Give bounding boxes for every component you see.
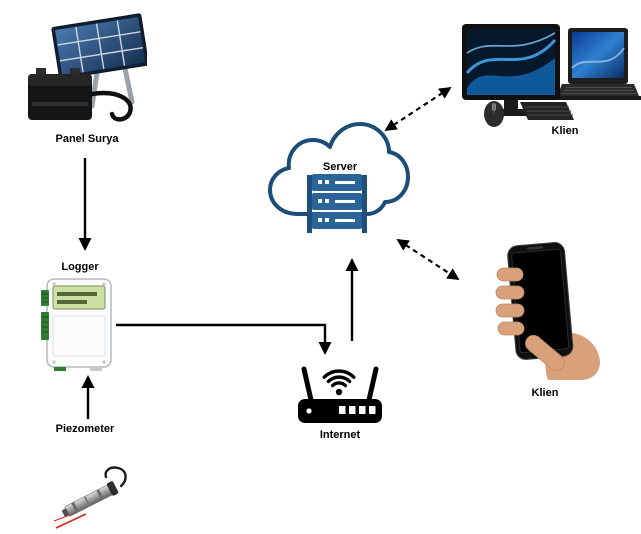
cloud-icon bbox=[268, 122, 410, 216]
server-rack-icon bbox=[307, 174, 367, 233]
keyboard-icon bbox=[520, 102, 574, 120]
solar-panel-battery-icon bbox=[28, 13, 147, 122]
laser-line-2 bbox=[53, 514, 71, 522]
battery-cable bbox=[89, 90, 133, 122]
edge-logger-internet bbox=[116, 323, 332, 355]
sensor-cable bbox=[104, 466, 127, 488]
node-panel-surya bbox=[22, 10, 147, 135]
logger-lcd bbox=[52, 285, 106, 310]
smartphone-icon bbox=[507, 242, 574, 360]
node-piezometer-sensor bbox=[52, 462, 130, 534]
wifi-router-icon bbox=[298, 366, 382, 423]
node-label-klien-computers: Klien bbox=[551, 125, 579, 137]
node-internet bbox=[295, 362, 385, 430]
node-label-logger: Logger bbox=[61, 261, 99, 273]
hand-thumb bbox=[525, 334, 565, 372]
laser-line bbox=[55, 513, 87, 529]
cloud-server-icon bbox=[268, 122, 410, 233]
mouse-icon bbox=[484, 101, 504, 127]
solar-panel-icon bbox=[51, 13, 147, 80]
node-label-piezometer: Piezometer bbox=[55, 423, 115, 435]
node-label-klien-phone: Klien bbox=[531, 387, 559, 399]
router-antennas bbox=[301, 366, 379, 403]
edge-server-klien-phone bbox=[396, 239, 460, 280]
node-klien-phone bbox=[493, 238, 608, 380]
node-label-internet: Internet bbox=[319, 429, 361, 441]
smartphone-in-hand-icon bbox=[495, 242, 600, 380]
sensor-rod bbox=[61, 481, 119, 517]
node-label-server: Server bbox=[322, 161, 358, 173]
node-label-panel-surya: Panel Surya bbox=[55, 133, 119, 145]
data-logger-icon bbox=[41, 278, 112, 371]
node-logger bbox=[40, 276, 118, 372]
wifi-icon bbox=[322, 369, 356, 388]
node-klien-computers bbox=[452, 18, 641, 128]
node-server bbox=[262, 118, 412, 243]
desktop-monitor-icon bbox=[462, 24, 560, 116]
battery-icon bbox=[28, 68, 92, 120]
hand-fingers bbox=[495, 267, 525, 336]
piezometer-sensor-icon bbox=[53, 466, 127, 529]
edge-server-klien-computers bbox=[384, 87, 452, 131]
laptop-icon bbox=[556, 28, 641, 100]
desktop-laptop-icon bbox=[462, 24, 641, 127]
